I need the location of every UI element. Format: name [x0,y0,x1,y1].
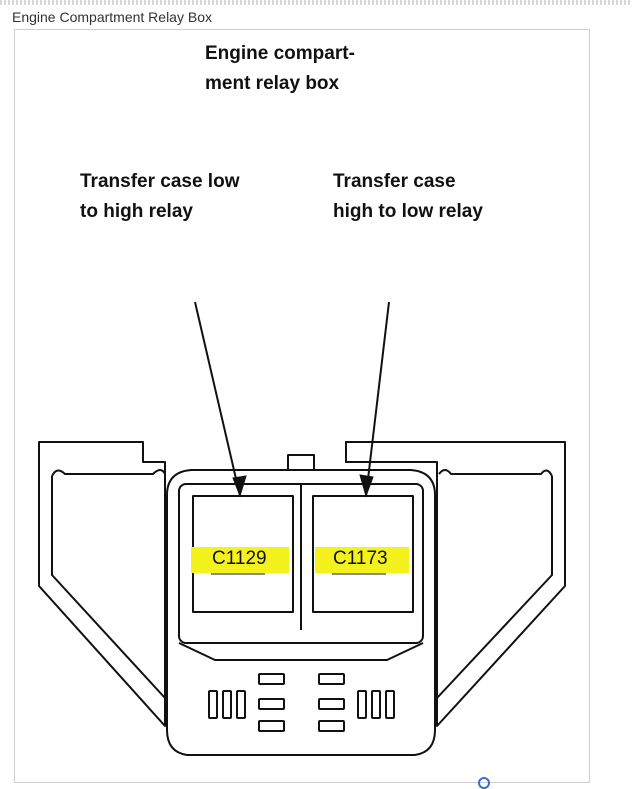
left-slot-1 [208,690,218,719]
right-slot-3 [318,720,345,732]
right-connector-code: C1173 [333,548,388,569]
left-wing-rail [51,469,166,477]
right-leader-line [365,301,390,497]
right-code-highlight [315,547,409,573]
right-slot-6 [385,690,395,719]
left-slot-4 [258,673,285,685]
image-caption: Engine Compartment Relay Box [12,9,212,25]
right-slot-2 [318,698,345,710]
left-slot-5 [258,698,285,710]
left-slot-3 [236,690,246,719]
left-code-underline [211,573,265,575]
top-edge-border [0,0,632,5]
right-wing-inner [436,476,553,699]
left-slot-6 [258,720,285,732]
right-wing [345,441,566,727]
left-arrowhead [232,475,247,498]
left-code-highlight [191,547,289,573]
left-wing-inner [51,476,166,699]
right-relay-socket [312,495,414,613]
right-wing-rail [438,469,553,477]
housing-step [178,642,424,661]
right-code-underline [332,573,386,575]
scroll-marker-icon [478,777,490,789]
relay-box-figure: Engine compart- ment relay box Transfer … [14,29,590,783]
right-slot-5 [371,690,381,719]
right-relay-label: Transfer case high to low relay [333,171,483,222]
left-wing [38,441,166,727]
right-arrowhead [359,474,374,498]
relay-box-drawing [38,301,566,756]
left-relay-label: Transfer case low to high relay [80,171,240,222]
left-slot-2 [222,690,232,719]
right-slot-1 [318,673,345,685]
top-tab [287,454,315,471]
diagram-title: Engine compart- ment relay box [205,43,355,94]
main-housing [166,469,436,756]
left-connector-code: C1129 [212,548,267,569]
left-leader-line [194,301,241,497]
right-slot-4 [357,690,367,719]
